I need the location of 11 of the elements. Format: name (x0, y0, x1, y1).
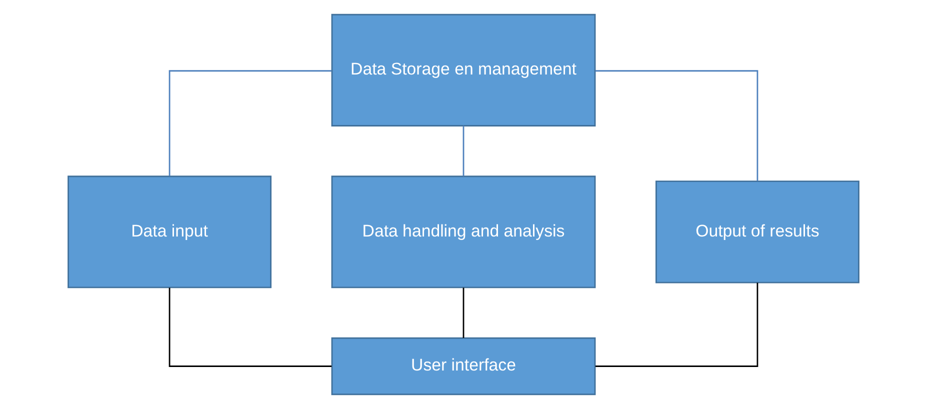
connector (594, 282, 758, 366)
node-box: Data input (67, 175, 272, 288)
connector (462, 287, 464, 338)
node-box: User interface (330, 336, 596, 395)
node-box: Data handling and analysis (330, 175, 596, 288)
connector (168, 70, 332, 176)
connector (594, 70, 758, 180)
connector (168, 287, 332, 366)
node-box: Data Storage en management (330, 13, 596, 126)
node-box: Output of results (654, 180, 859, 283)
connector (462, 125, 464, 176)
